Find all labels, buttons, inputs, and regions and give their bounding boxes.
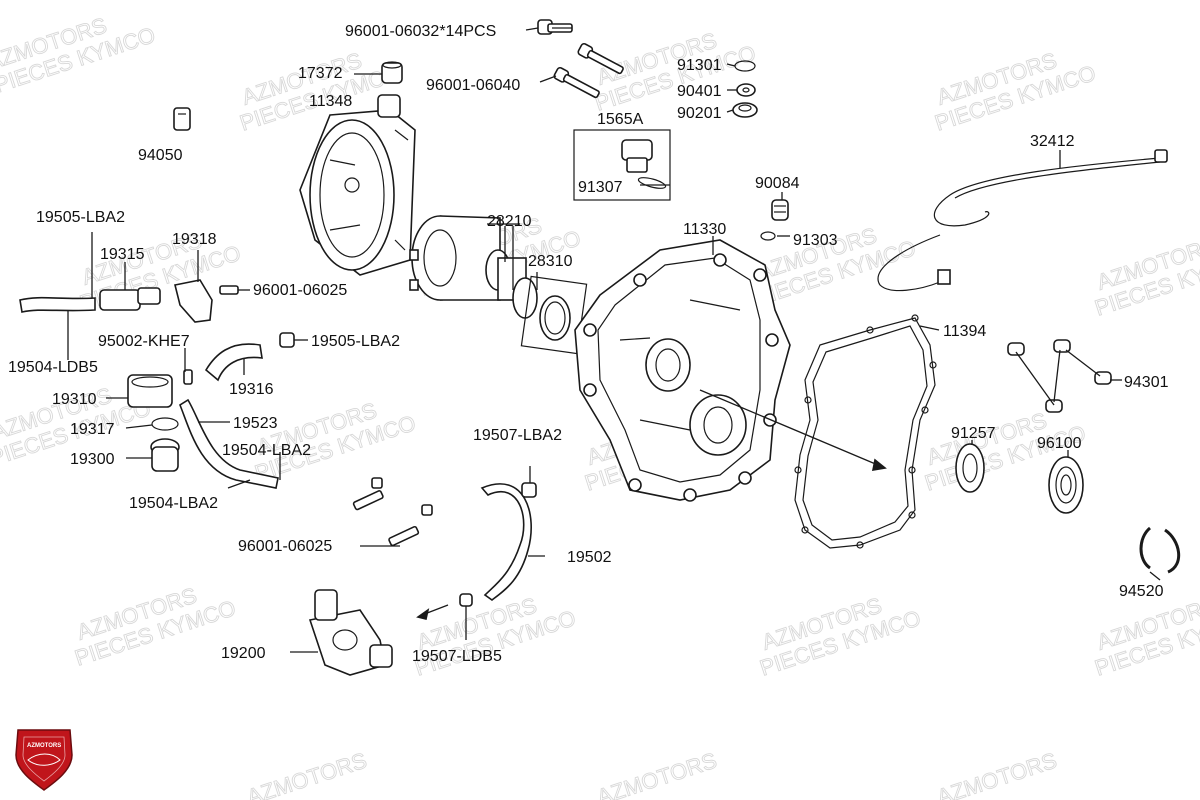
water-pump-19200-part: [308, 589, 393, 676]
label-96001-06025-bot: 96001-06025: [238, 538, 332, 555]
bolt-96001-06025-top-part: [219, 285, 239, 295]
sleeve-28210-part: [485, 249, 538, 319]
label-90084: 90084: [755, 175, 800, 192]
clamp-19505-lba2-mid-part: [279, 332, 295, 348]
svg-text:AZMOTORS: AZMOTORS: [934, 748, 1060, 800]
label-19317: 19317: [70, 421, 115, 438]
bracket-19318-part: [174, 279, 213, 323]
label-95002-khe7: 95002-KHE7: [98, 333, 190, 350]
label-28310: 28310: [528, 253, 573, 270]
crankcase-cover-11330-part: [574, 239, 791, 502]
label-94520: 94520: [1119, 583, 1164, 600]
label-19200: 19200: [221, 645, 266, 662]
rotor-28210-part: [409, 215, 501, 301]
bolt-96001-06025-bot-part: [352, 477, 433, 547]
label-19316: 19316: [229, 381, 274, 398]
cable-32412-part: [877, 149, 1168, 292]
plug-90084-part: [771, 199, 789, 221]
cap-17372-part: [381, 61, 403, 84]
clamp-95002-khe7-part: [183, 369, 193, 385]
thermostat-19300-part: [150, 438, 180, 472]
ring-28310-box: [520, 275, 588, 355]
svg-text:AZMOTORS: AZMOTORS: [594, 748, 720, 800]
part-labels: 96001-06032*14PCS 17372 11348 96001-0604…: [8, 23, 1169, 665]
logo-text: AZMOTORS: [27, 743, 61, 749]
svg-text:AZMOTORS: AZMOTORS: [244, 748, 370, 800]
hose-19523-part: [179, 398, 279, 489]
bolt-96001-06032-part: [537, 19, 573, 35]
hose-19504-ldb5-part: [19, 296, 96, 313]
label-11330: 11330: [683, 221, 726, 238]
label-19310: 19310: [52, 391, 97, 408]
logo-shield-icon: [15, 729, 73, 791]
gasket-11394-part: [794, 314, 937, 549]
label-96001-06040: 96001-06040: [426, 77, 520, 94]
thermo-housing-19315-part: [99, 287, 161, 311]
label-17372: 17372: [298, 65, 343, 82]
dowel-pins-94301-part: [1007, 339, 1112, 413]
bolt-96001-06040-part: [553, 42, 624, 99]
label-19504-ldb5: 19504-LDB5: [8, 359, 98, 376]
label-19315: 19315: [100, 246, 145, 263]
label-19505-lba2-mid: 19505-LBA2: [311, 333, 400, 350]
oil-seal-91257-part: [955, 443, 985, 493]
label-96100: 96100: [1037, 435, 1082, 452]
thermostat-cover-19310-part: [127, 374, 173, 408]
label-11348: 11348: [309, 93, 352, 110]
label-91257: 91257: [951, 425, 996, 442]
label-96001-06032-14pcs: 96001-06032*14PCS: [345, 23, 496, 40]
label-19504-lba2-a: 19504-LBA2: [222, 442, 311, 459]
label-91303: 91303: [793, 232, 838, 249]
clamp-19507-lba2-part: [521, 482, 537, 498]
label-19504-lba2-b: 19504-LBA2: [129, 495, 218, 512]
label-91307: 91307: [578, 179, 623, 196]
label-19505-lba2-top: 19505-LBA2: [36, 209, 125, 226]
label-91301: 91301: [677, 57, 722, 74]
hose-19502-part: [480, 483, 532, 601]
clip-94050-part: [173, 107, 191, 131]
oring-19317-part: [151, 417, 179, 431]
label-32412: 32412: [1030, 133, 1075, 150]
azmotors-logo: AZMOTORS: [15, 729, 73, 791]
label-19502: 19502: [567, 549, 612, 566]
circlip-94520-part: [1139, 526, 1180, 574]
bearing-96100-part: [1048, 456, 1084, 514]
oring-91303-part: [760, 231, 776, 241]
label-11394: 11394: [943, 323, 986, 340]
label-19523: 19523: [233, 415, 278, 432]
leader-lines: [67, 27, 1161, 653]
oil-plug-kit-1565a-box: [573, 129, 671, 201]
label-19507-lba2: 19507-LBA2: [473, 427, 562, 444]
label-19507-ldb5: 19507-LDB5: [412, 648, 502, 665]
hose-19316-part: [204, 343, 263, 382]
label-94050: 94050: [138, 147, 183, 164]
washers-909-part: [732, 60, 758, 118]
cover-11348-part: [299, 94, 416, 276]
label-19318: 19318: [172, 231, 217, 248]
label-90401: 90401: [677, 83, 722, 100]
label-19300: 19300: [70, 451, 115, 468]
label-1565a: 1565A: [597, 111, 644, 128]
label-94301: 94301: [1124, 374, 1169, 391]
label-28210: 28210: [487, 213, 532, 230]
label-90201: 90201: [677, 105, 722, 122]
clamp-19507-ldb5-part: [459, 593, 473, 607]
label-96001-06025-top: 96001-06025: [253, 282, 347, 299]
